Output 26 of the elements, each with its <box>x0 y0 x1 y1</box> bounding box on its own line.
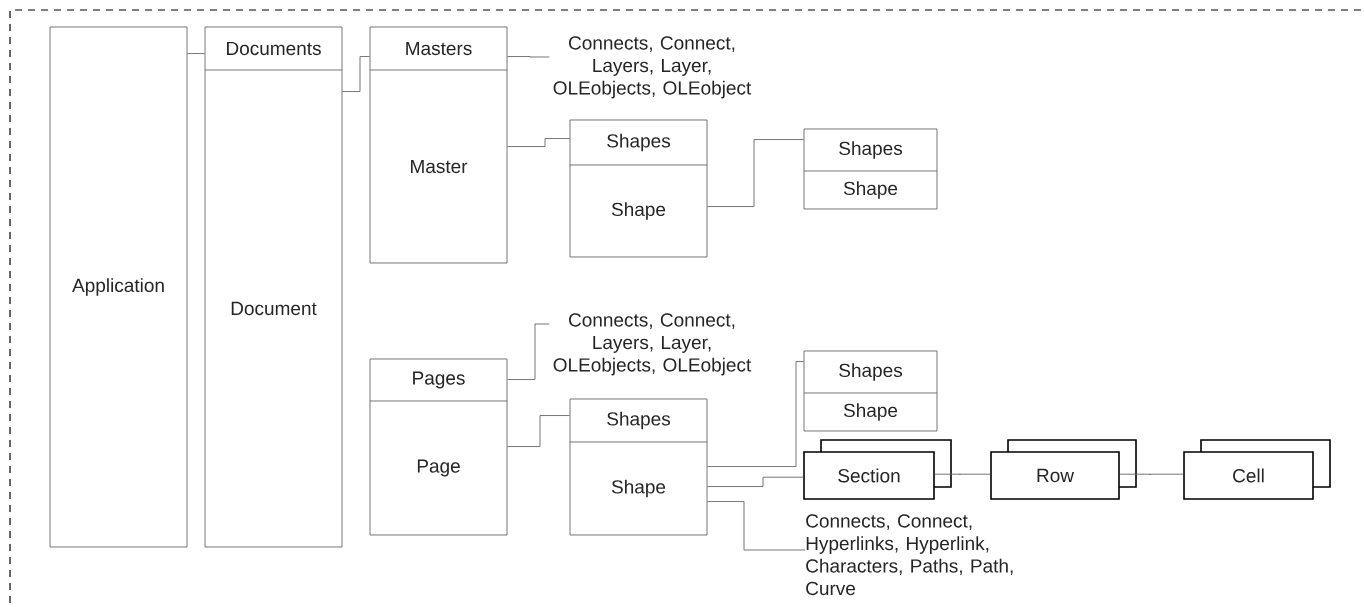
connector <box>1119 473 1184 476</box>
connector <box>342 56 370 92</box>
object-box: Application <box>49 26 188 548</box>
object-list: Connects, Connect, Layers, Layer, OLEobjects, OLEobject <box>553 313 752 376</box>
object-box: Shapes Shape <box>803 350 938 432</box>
stacked-object-box: Cell <box>1183 439 1331 500</box>
connector <box>507 56 550 58</box>
connector <box>934 473 991 476</box>
object-box: Masters Master <box>369 26 508 264</box>
connector <box>707 476 804 487</box>
stacked-object-box: Row <box>990 439 1137 500</box>
stacked-object-box: Section <box>803 439 952 500</box>
connector <box>187 53 205 55</box>
connector <box>707 139 804 207</box>
object-box: Shapes Shape <box>803 128 938 210</box>
object-list: Connects, Connect, Layers, Layer, OLEobjects, OLEobject <box>553 36 752 99</box>
object-box: Documents Document <box>204 26 343 548</box>
object-box: Shapes Shape <box>569 398 708 536</box>
connector <box>707 501 806 551</box>
connector <box>707 361 804 467</box>
connector <box>507 323 550 380</box>
object-list: Connects, Connect, Hyperlinks, Hyperlink, Characters, Paths, Path, Curve <box>806 514 1013 596</box>
object-box: Pages Page <box>369 358 508 536</box>
connector <box>507 138 570 147</box>
object-box: Shapes Shape <box>569 119 708 258</box>
connector <box>507 415 570 447</box>
